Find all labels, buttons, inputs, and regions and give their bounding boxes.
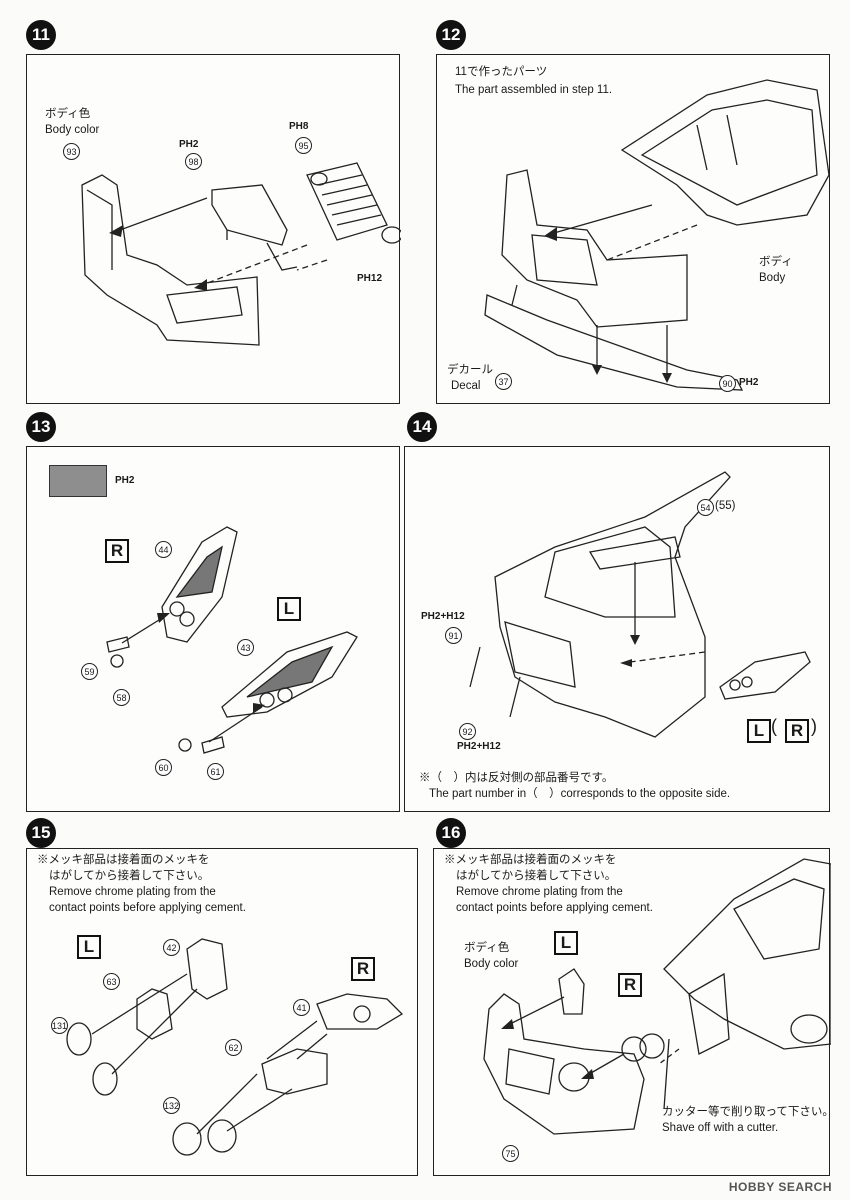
chrome-note-en-1: Remove chrome plating from the <box>456 886 623 898</box>
body-label-jp: ボディ <box>759 256 793 268</box>
step-15-badge: 15 <box>26 818 56 848</box>
part-95: 95 <box>295 137 312 154</box>
part-44: 44 <box>155 541 172 558</box>
step-14-panel: 54 (55) PH2+H12 91 92 PH2+H12 L ( R ) ※（… <box>404 446 830 812</box>
part-54: 54 <box>697 499 714 516</box>
side-l-marker: L <box>747 719 771 743</box>
step-11-badge: 11 <box>26 20 56 50</box>
step-15-panel: ※メッキ部品は接着面のメッキを はがしてから接着して下さい。 Remove ch… <box>26 848 418 1176</box>
ph-2-label: PH2 <box>115 475 135 486</box>
paren-close: ) <box>811 716 817 736</box>
step-12-illustration <box>484 79 830 391</box>
step-14-badge: 14 <box>407 412 437 442</box>
part-62: 62 <box>225 1039 242 1056</box>
body-color-jp: ボディ色 <box>464 942 510 954</box>
body-label-en: Body <box>759 272 786 284</box>
body-color-en: Body color <box>45 124 100 136</box>
part-37: 37 <box>495 373 512 390</box>
ph-8-label: PH8 <box>289 121 309 132</box>
part-75: 75 <box>502 1145 519 1162</box>
opposite-side-note-jp: ※（ ）内は反対側の部品番号です。 <box>419 772 614 784</box>
ph-2-label: PH2 <box>179 139 199 150</box>
cutter-note-jp: カッター等で削り取って下さい。 <box>662 1106 834 1118</box>
part-131: 131 <box>51 1017 68 1034</box>
decal-label-jp: デカール <box>447 364 493 376</box>
part-92: 92 <box>459 723 476 740</box>
side-r-marker: R <box>785 719 809 743</box>
step-13-panel: PH2 R L 44 43 59 58 60 61 <box>26 446 400 812</box>
part-132: 132 <box>163 1097 180 1114</box>
decal-label-en: Decal <box>451 380 481 392</box>
assembled-part-en: The part assembled in step 11. <box>455 84 613 96</box>
part-59: 59 <box>81 663 98 680</box>
step-16-panel: ※メッキ部品は接着面のメッキを はがしてから接着して下さい。 Remove ch… <box>433 848 834 1176</box>
step-12-panel: 11で作ったパーツ The part assembled in step 11.… <box>436 54 830 404</box>
side-l-marker: L <box>77 935 101 959</box>
body-color-jp: ボディ色 <box>45 108 91 120</box>
chrome-note-jp-2: はがしてから接着して下さい。 <box>456 870 617 882</box>
ph-12-label: PH12 <box>357 273 383 284</box>
part-63: 63 <box>103 973 120 990</box>
body-color-en: Body color <box>464 958 519 970</box>
chrome-note-jp-1: ※メッキ部品は接着面のメッキを <box>37 854 210 866</box>
ph-2-label: PH2 <box>739 377 759 388</box>
part-43: 43 <box>237 639 254 656</box>
part-98: 98 <box>185 153 202 170</box>
side-r-marker: R <box>105 539 129 563</box>
chrome-note-jp-2: はがしてから接着して下さい。 <box>49 870 210 882</box>
step-11-illustration <box>81 162 401 346</box>
part-61: 61 <box>207 763 224 780</box>
chrome-note-jp-1: ※メッキ部品は接着面のメッキを <box>444 854 617 866</box>
cutter-note-en: Shave off with a cutter. <box>662 1122 779 1134</box>
opposite-side-note-en: The part number in（ ）corresponds to the … <box>429 788 731 800</box>
step-16-badge: 16 <box>436 818 466 848</box>
assembled-part-jp: 11で作ったパーツ <box>455 66 548 78</box>
chrome-note-en-2: contact points before applying cement. <box>49 902 246 914</box>
side-r-marker: R <box>351 957 375 981</box>
step-11-panel: ボディ色 Body color 93 PH2 98 PH8 95 PH12 <box>26 54 401 404</box>
part-60: 60 <box>155 759 172 776</box>
part-93: 93 <box>63 143 80 160</box>
step-13-badge: 13 <box>26 412 56 442</box>
step-15-illustration <box>66 938 404 1156</box>
side-r-marker: R <box>618 973 642 997</box>
step-13-illustration <box>106 526 358 754</box>
ph-bottom-label: PH2+H12 <box>457 741 501 752</box>
part-55: (55) <box>715 500 736 512</box>
step-14-illustration <box>469 471 811 738</box>
step-16-illustration <box>483 858 831 1135</box>
part-42: 42 <box>163 939 180 956</box>
chrome-note-en-1: Remove chrome plating from the <box>49 886 216 898</box>
ph-top-label: PH2+H12 <box>421 611 465 622</box>
side-l-marker: L <box>554 931 578 955</box>
part-90: 90 <box>719 375 736 392</box>
paren-open: ( <box>771 716 777 736</box>
color-swatch <box>49 465 107 497</box>
side-l-marker: L <box>277 597 301 621</box>
part-41: 41 <box>293 999 310 1016</box>
step-12-badge: 12 <box>436 20 466 50</box>
chrome-note-en-2: contact points before applying cement. <box>456 902 653 914</box>
hobby-search-watermark: HOBBY SEARCH <box>728 1180 832 1194</box>
part-58: 58 <box>113 689 130 706</box>
part-91: 91 <box>445 627 462 644</box>
